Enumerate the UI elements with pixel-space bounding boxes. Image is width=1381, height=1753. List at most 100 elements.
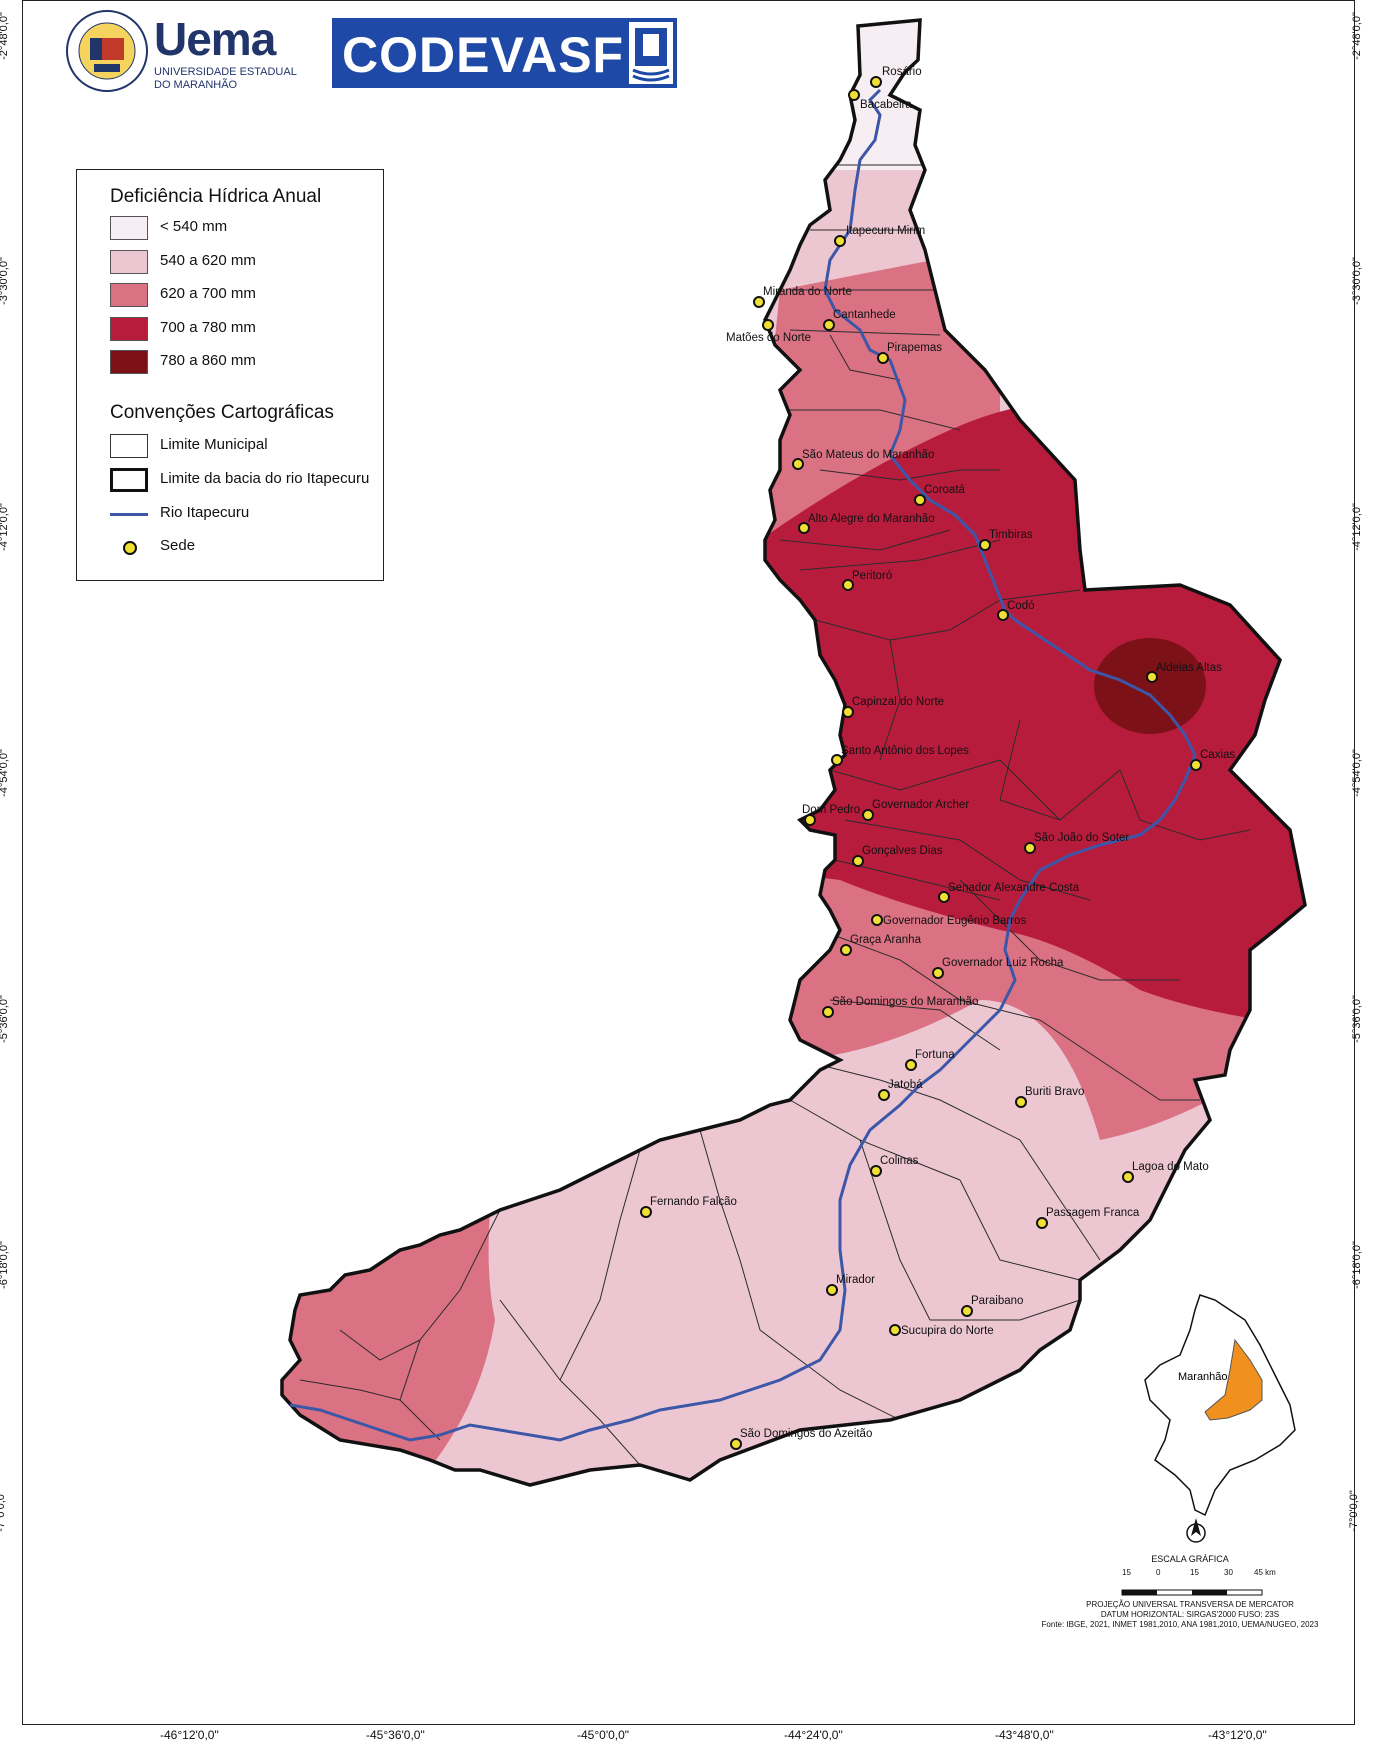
lat-label-left: -5°36'0,0" xyxy=(0,995,10,1043)
legend-title: Deficiência Hídrica Anual xyxy=(110,186,322,207)
svg-text:Bacabeira: Bacabeira xyxy=(860,99,912,111)
lon-label: -44°24'0,0" xyxy=(784,1728,843,1742)
lon-label: -46°12'0,0" xyxy=(160,1728,219,1742)
zone-under-540 xyxy=(800,20,1000,170)
sede-sao-domingos-do-azeitao: São Domingos do Azeitão xyxy=(730,1428,872,1450)
thin-box-icon xyxy=(110,434,148,458)
projection-text: PROJEÇÃO UNIVERSAL TRANSVERSA DE MERCATO… xyxy=(1086,1600,1294,1609)
sede-markers: Rosário Bacabeira Itapecuru Mirim Mirand… xyxy=(640,66,1235,1450)
sede-timbiras: Timbiras xyxy=(979,529,1033,551)
sede-sao-mateus: São Mateus do Maranhão xyxy=(792,449,934,470)
scale-tick: 0 xyxy=(1156,1568,1161,1577)
sede-santo-antonio: Santo Antônio dos Lopes xyxy=(831,745,969,766)
lon-label: -45°36'0,0" xyxy=(366,1728,425,1742)
scale-tick: 45 km xyxy=(1254,1568,1276,1577)
svg-text:São Domingos do Maranhão: São Domingos do Maranhão xyxy=(832,996,978,1008)
svg-text:São João do Soter: São João do Soter xyxy=(1034,832,1129,844)
legend-sede: Sede xyxy=(110,535,380,561)
svg-text:Caxias: Caxias xyxy=(1200,749,1235,761)
lat-label-right: -4°54'0,0" xyxy=(1350,749,1363,797)
sede-bacabeira: Bacabeira xyxy=(848,89,912,111)
svg-text:Governador Archer: Governador Archer xyxy=(872,799,969,811)
legend-class-5: 780 a 860 mm xyxy=(110,350,380,376)
map-frame xyxy=(22,0,1355,1725)
river-line-icon xyxy=(110,513,148,516)
sede-sao-domingos-do-maranhao: São Domingos do Maranhão xyxy=(822,996,978,1018)
sede-dot-icon xyxy=(123,541,137,555)
sede-lagoa-do-mato: Lagoa do Mato xyxy=(1122,1161,1209,1183)
svg-text:Gonçalves Dias: Gonçalves Dias xyxy=(862,845,943,857)
svg-text:Senador Alexandre Costa: Senador Alexandre Costa xyxy=(948,882,1080,894)
sede-miranda-do-norte: Miranda do Norte xyxy=(753,286,852,308)
sede-capinzal: Capinzal do Norte xyxy=(842,696,944,718)
legend-class-3: 620 a 700 mm xyxy=(110,283,380,309)
sede-fortuna: Fortuna xyxy=(905,1049,955,1071)
codevasf-wordmark: CODEVASF xyxy=(342,27,625,83)
svg-text:Itapecuru Mirim: Itapecuru Mirim xyxy=(846,225,925,237)
uema-seal-icon xyxy=(66,10,148,92)
legend-basin-limit: Limite da bacia do rio Itapecuru xyxy=(110,468,380,494)
legend-swatch xyxy=(110,350,148,374)
uema-logo: Uema UNIVERSIDADE ESTADUAL DO MARANHÃO xyxy=(64,8,304,100)
itapecuru-river xyxy=(289,88,1197,1442)
sede-matoes-do-norte: Matões do Norte xyxy=(726,319,811,344)
svg-text:Pirapemas: Pirapemas xyxy=(887,342,942,354)
lat-label-left: -4°54'0,0" xyxy=(0,749,10,797)
sede-dom-pedro: Dom Pedro xyxy=(802,804,860,826)
svg-text:Passagem Franca: Passagem Franca xyxy=(1046,1207,1140,1219)
lat-label-left: -4°12'0,0" xyxy=(0,503,10,551)
lat-label-right: -5°36'0,0" xyxy=(1350,995,1363,1043)
sede-governador-archer: Governador Archer xyxy=(862,799,969,821)
locator-inset: Maranhão xyxy=(1144,1294,1296,1517)
scale-tick: 15 xyxy=(1190,1568,1199,1577)
conventions-title: Convenções Cartográficas xyxy=(110,402,334,423)
sede-jatoba: Jatobá xyxy=(878,1079,923,1101)
scale-tick: 15 xyxy=(1122,1568,1131,1577)
svg-text:Lagoa do Mato: Lagoa do Mato xyxy=(1132,1161,1209,1173)
sede-passagem-franca: Passagem Franca xyxy=(1036,1207,1140,1229)
scale-and-credits: ESCALA GRÁFICA 15 0 15 30 45 km PROJEÇÃO… xyxy=(1040,1548,1340,1629)
lon-label: -43°48'0,0" xyxy=(995,1728,1054,1742)
svg-text:Matões do Norte: Matões do Norte xyxy=(726,332,811,344)
sede-fernando-falcao: Fernando Falcão xyxy=(640,1196,737,1218)
sede-colinas: Colinas xyxy=(870,1155,919,1177)
svg-text:Peritoró: Peritoró xyxy=(852,570,892,582)
lat-label-right: -4°12'0,0" xyxy=(1350,503,1363,551)
datum-text: DATUM HORIZONTAL: SIRGAS'2000 FUSO: 23S xyxy=(1100,1610,1280,1619)
sede-coroata: Coroatá xyxy=(914,484,966,506)
basin-location xyxy=(1204,1338,1263,1421)
legend-class-4: 700 a 780 mm xyxy=(110,317,380,343)
svg-text:Fortuna: Fortuna xyxy=(915,1049,955,1061)
svg-text:Cantanhede: Cantanhede xyxy=(833,309,896,321)
svg-text:Governador Eugênio Barros: Governador Eugênio Barros xyxy=(883,915,1026,927)
source-text: Fonte: IBGE, 2021, INMET 1981,2010, ANA … xyxy=(1041,1620,1319,1629)
svg-text:Governador Luiz Rocha: Governador Luiz Rocha xyxy=(942,957,1064,969)
svg-text:Fernando Falcão: Fernando Falcão xyxy=(650,1196,737,1208)
legend-class-1: < 540 mm xyxy=(110,216,380,242)
sede-buriti-bravo: Buriti Bravo xyxy=(1015,1086,1084,1108)
sede-mirador: Mirador xyxy=(826,1274,875,1296)
svg-text:Mirador: Mirador xyxy=(836,1274,875,1286)
svg-text:Alto Alegre do Maranhão: Alto Alegre do Maranhão xyxy=(808,513,935,525)
svg-text:Capinzal do Norte: Capinzal do Norte xyxy=(852,696,944,708)
sede-aldeias-altas: Aldeias Altas xyxy=(1146,662,1222,683)
lon-label: -43°12'0,0" xyxy=(1208,1728,1267,1742)
legend-swatch xyxy=(110,317,148,341)
sede-peritoro: Peritoró xyxy=(842,570,892,591)
legend-river: Rio Itapecuru xyxy=(110,502,380,528)
thick-box-icon xyxy=(110,468,148,492)
svg-text:Maranhão: Maranhão xyxy=(1178,1371,1228,1383)
sede-sao-joao-do-soter: São João do Soter xyxy=(1024,832,1129,854)
svg-text:Buriti Bravo: Buriti Bravo xyxy=(1025,1086,1084,1098)
codevasf-emblem-icon xyxy=(629,22,673,84)
svg-text:Jatobá: Jatobá xyxy=(888,1079,923,1091)
map-legend: Deficiência Hídrica Anual < 540 mm 540 a… xyxy=(76,169,384,581)
sede-codo: Codó xyxy=(997,600,1035,621)
lat-label-right: -2°48'0,0" xyxy=(1350,12,1363,60)
legend-class-2: 540 a 620 mm xyxy=(110,250,380,276)
sede-governador-eugenio-barros: Governador Eugênio Barros xyxy=(871,914,1026,927)
lon-label: -45°0'0,0" xyxy=(577,1728,630,1742)
legend-swatch xyxy=(110,283,148,307)
svg-text:Santo Antônio dos Lopes: Santo Antônio dos Lopes xyxy=(841,745,969,757)
svg-text:Graça Aranha: Graça Aranha xyxy=(850,934,922,946)
